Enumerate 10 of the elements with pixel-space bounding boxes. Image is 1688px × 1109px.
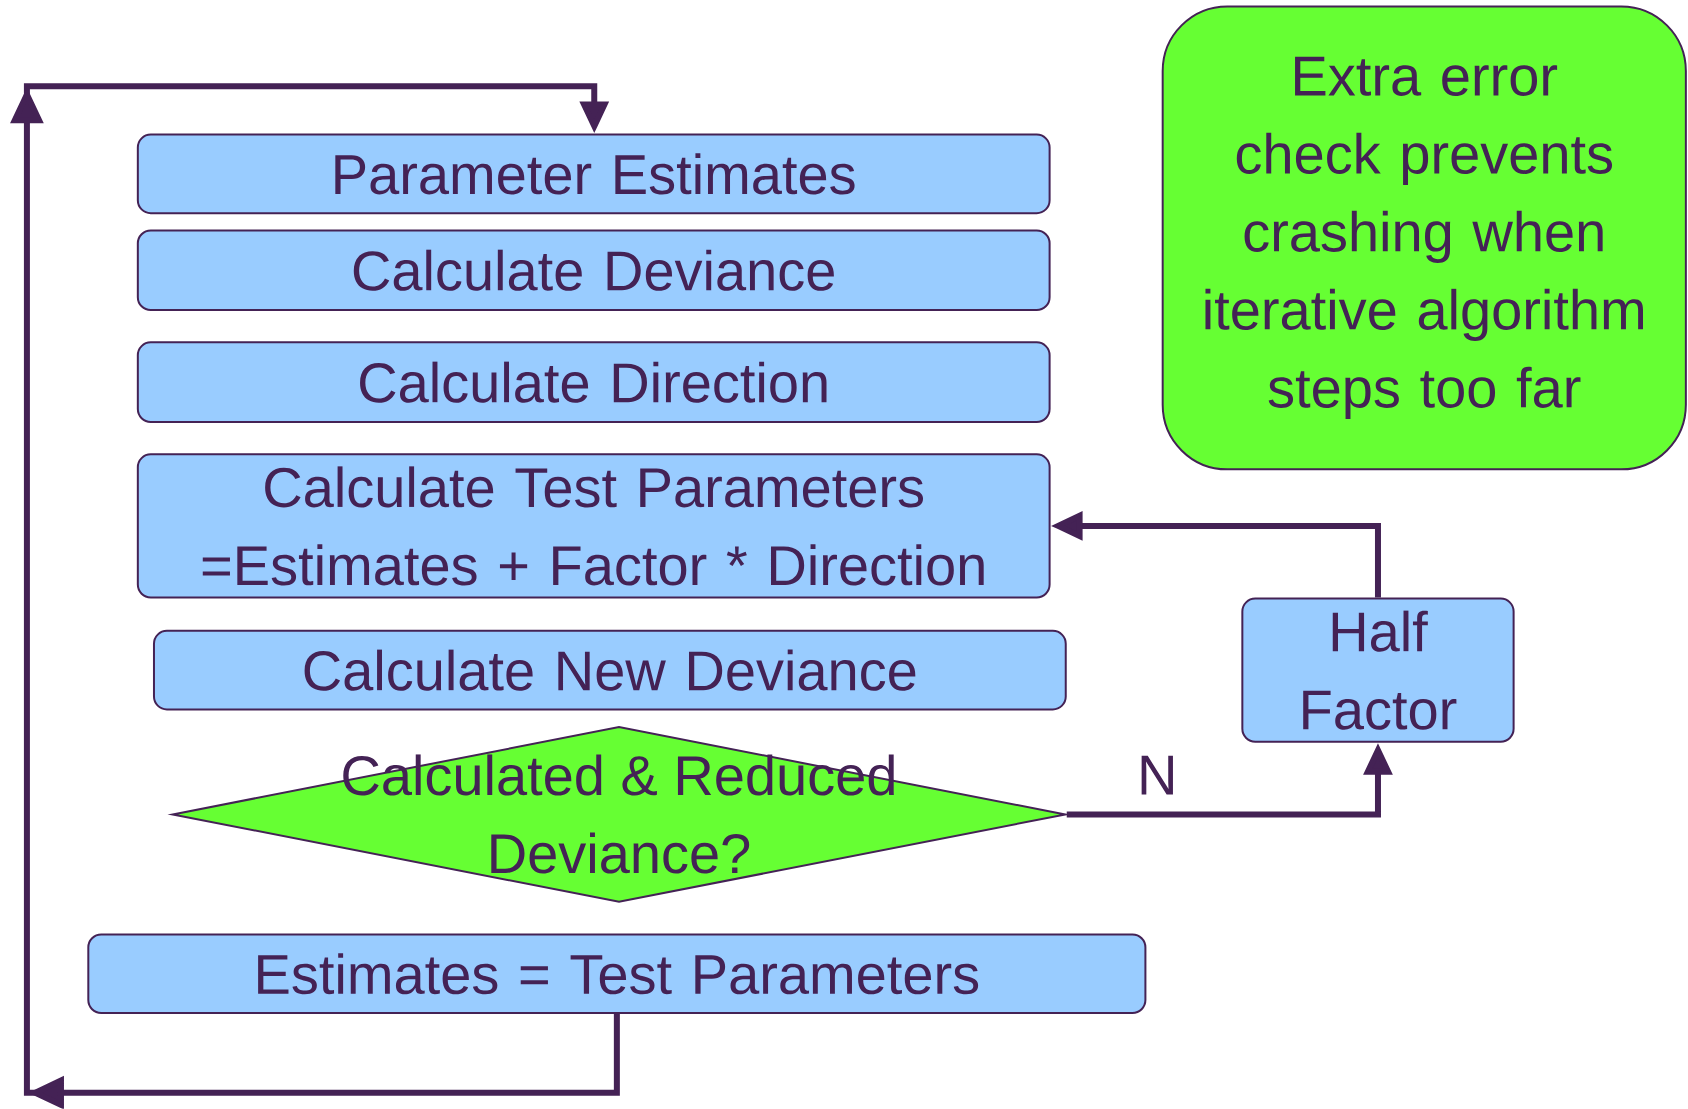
edge-label: N [1141, 755, 1173, 795]
process-box: Parameter Estimates [136, 133, 1051, 215]
process-box: Calculate Direction [136, 341, 1051, 424]
note-box: Extra error check prevents crashing when iterative algorithm steps too far [1161, 5, 1687, 471]
process-box: Calculate New Deviance [152, 629, 1067, 711]
process-box: Half Factor [1241, 597, 1515, 743]
process-box: Calculate Deviance [136, 229, 1051, 312]
process-box: Estimates = Test Parameters [87, 933, 1147, 1015]
arrow [10, 83, 620, 1109]
process-box: Calculate Test Parameters =Estimates + Factor * Direction [136, 453, 1051, 599]
